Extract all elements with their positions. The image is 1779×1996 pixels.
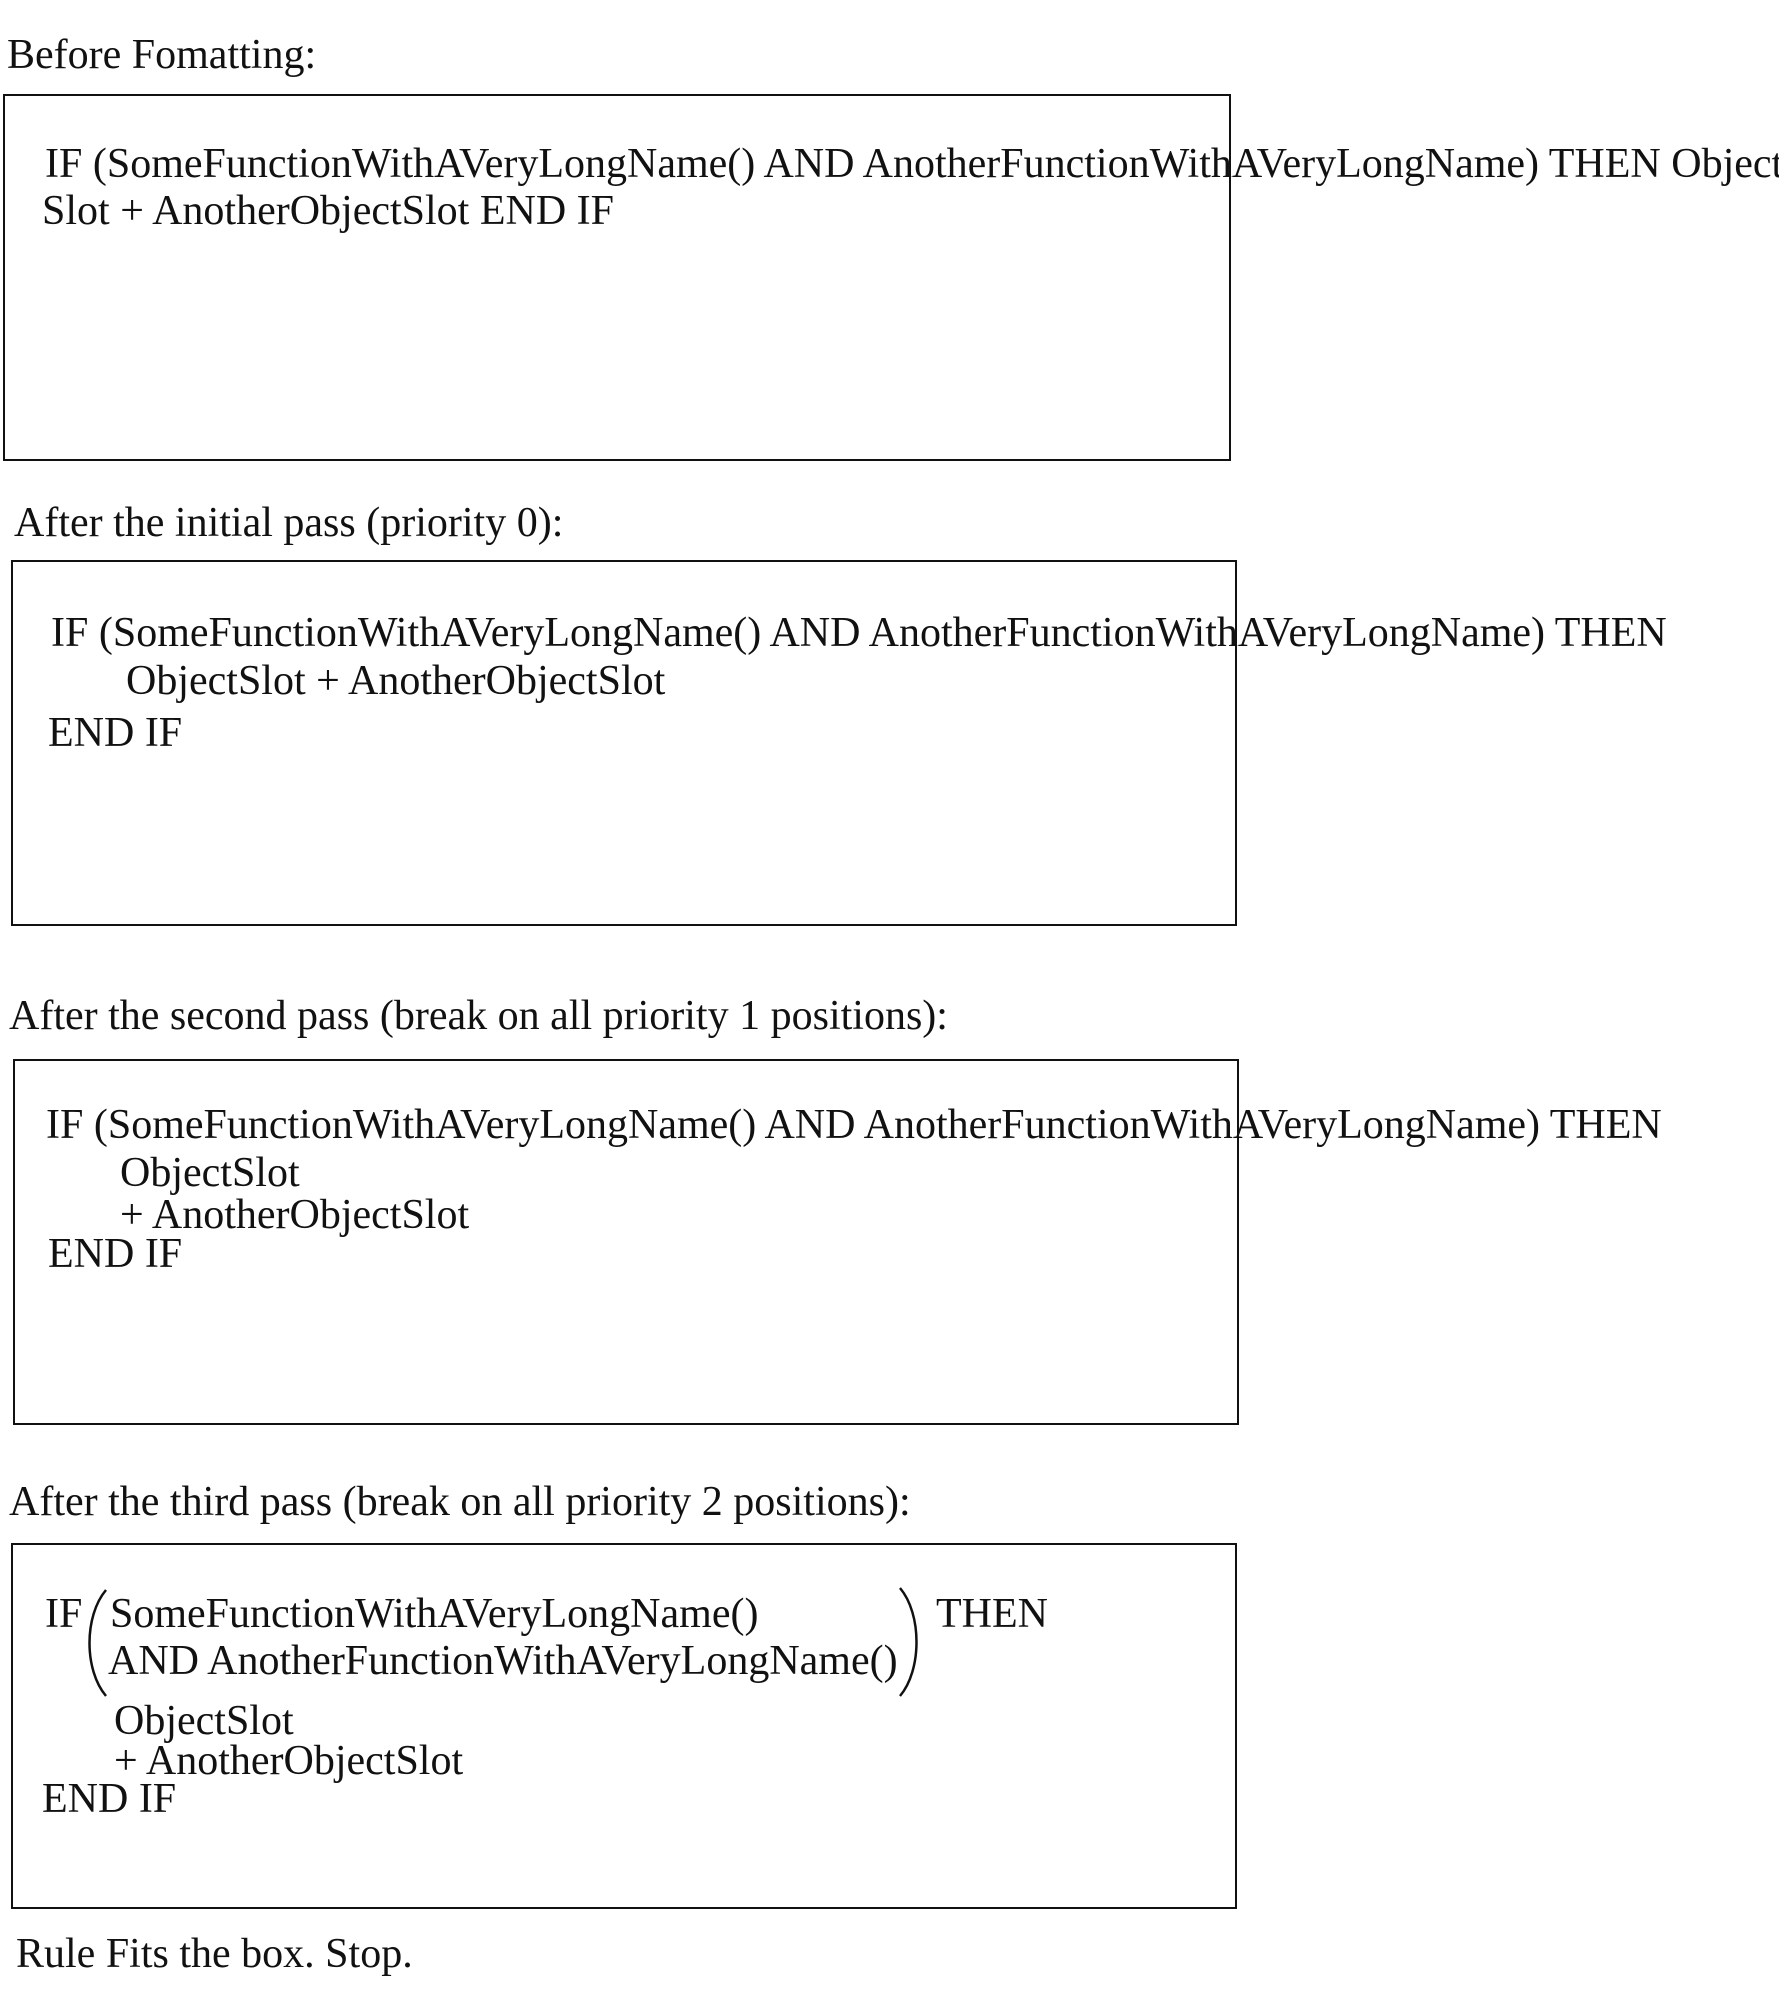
- section-4-condition-line-2: AND AnotherFunctionWithAVeryLongName(): [108, 1638, 898, 1684]
- section-4-box: [11, 1543, 1237, 1909]
- section-3-line-2: ObjectSlot: [120, 1150, 300, 1196]
- section-1-line-1: IF (SomeFunctionWithAVeryLongName() AND …: [45, 141, 1779, 187]
- section-2-line-1: IF (SomeFunctionWithAVeryLongName() AND …: [51, 610, 1667, 656]
- section-1-line-2: Slot + AnotherObjectSlot END IF: [42, 188, 615, 234]
- section-4-right-paren: [899, 1587, 918, 1697]
- section-4-left-paren: [88, 1589, 107, 1697]
- section-4-then-keyword: THEN: [936, 1591, 1048, 1637]
- footer-note: Rule Fits the box. Stop.: [16, 1931, 413, 1977]
- section-2-line-2: ObjectSlot + AnotherObjectSlot: [126, 658, 666, 704]
- section-4-heading: After the third pass (break on all prior…: [9, 1479, 911, 1525]
- section-4-line-endif: END IF: [42, 1776, 177, 1822]
- section-4-line-another: + AnotherObjectSlot: [114, 1738, 464, 1784]
- section-2-heading: After the initial pass (priority 0):: [14, 500, 564, 546]
- section-4-line-objectslot: ObjectSlot: [114, 1698, 294, 1744]
- section-3-line-3: + AnotherObjectSlot: [120, 1192, 470, 1238]
- section-3-line-1: IF (SomeFunctionWithAVeryLongName() AND …: [46, 1102, 1662, 1148]
- section-3-line-4: END IF: [48, 1231, 183, 1277]
- section-2-box: [11, 560, 1237, 926]
- section-3-box: [13, 1059, 1239, 1425]
- section-4-if-keyword: IF: [45, 1591, 83, 1637]
- section-1-box: [3, 94, 1231, 461]
- section-3-heading: After the second pass (break on all prio…: [9, 993, 948, 1039]
- section-4-condition-line-1: SomeFunctionWithAVeryLongName(): [110, 1591, 759, 1637]
- section-2-line-3: END IF: [48, 710, 183, 756]
- section-1-heading: Before Fomatting:: [7, 32, 317, 78]
